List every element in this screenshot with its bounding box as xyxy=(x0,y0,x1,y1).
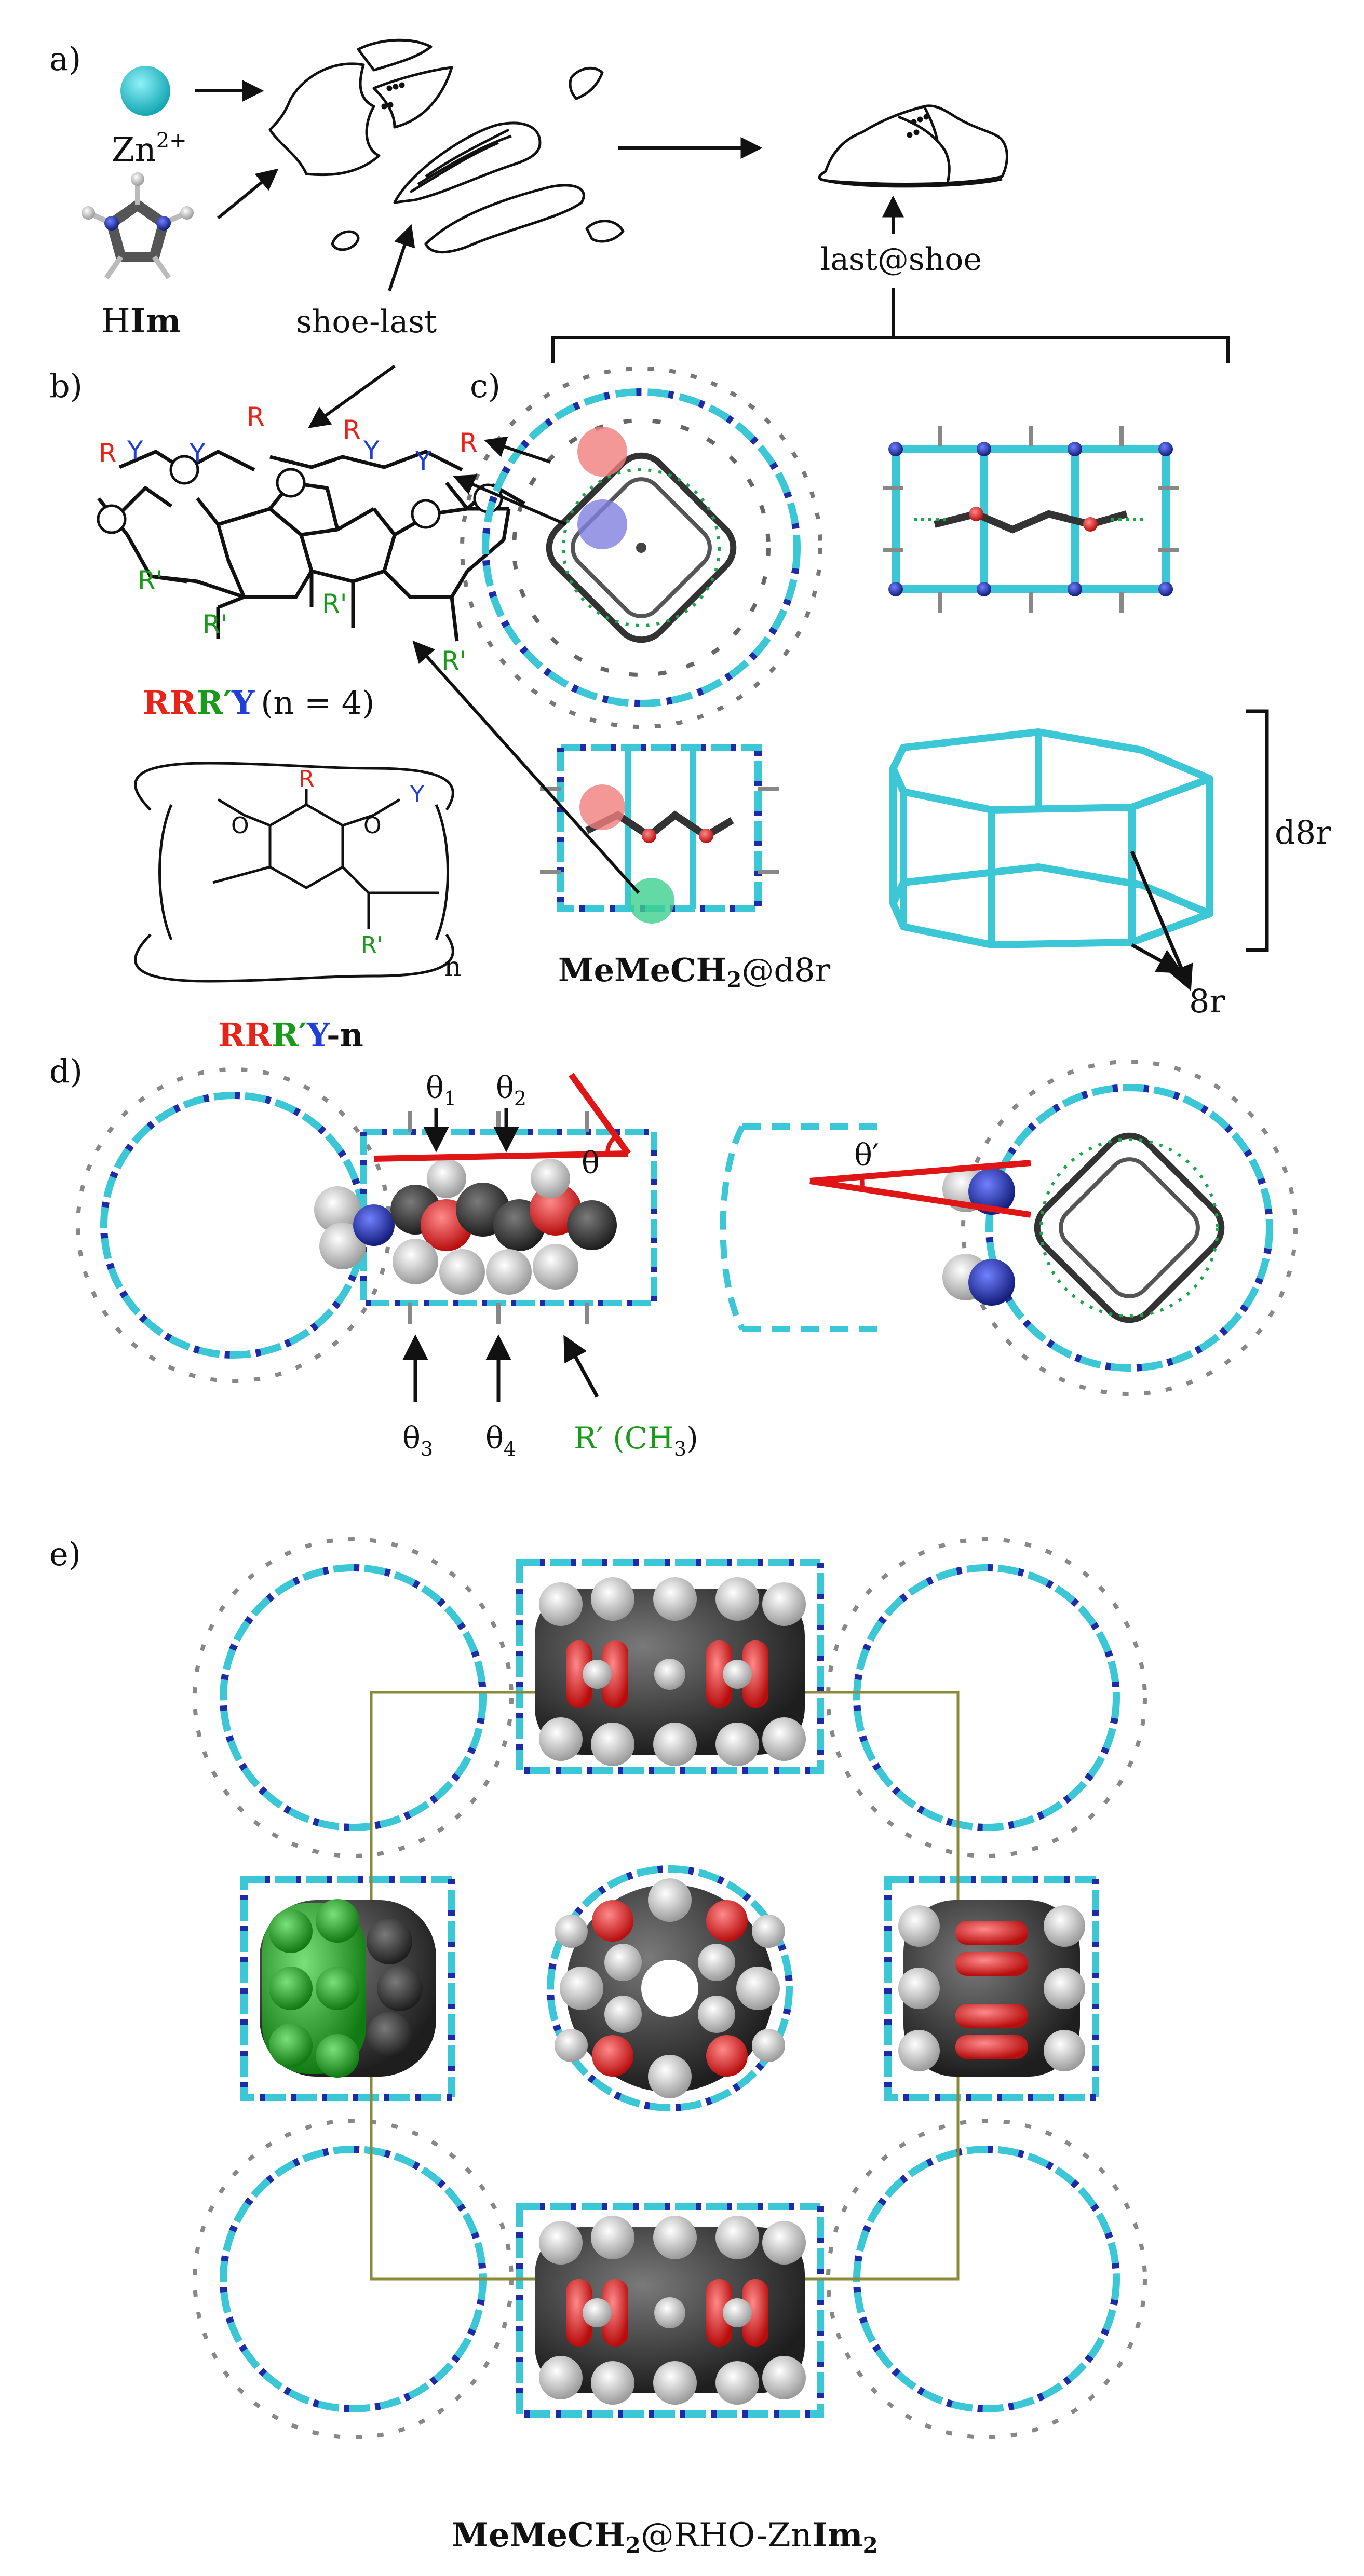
rp-ch3-arrow xyxy=(563,1335,599,1398)
cavitand-rp-2: R' xyxy=(202,609,228,640)
8r-pointer-line xyxy=(1130,850,1193,992)
shoe-last-arrow xyxy=(388,224,415,291)
formula-o-2: O xyxy=(363,812,382,839)
theta-3-label: θ3 xyxy=(402,1420,433,1460)
theta-arc xyxy=(605,1135,617,1154)
formula-y: Y xyxy=(410,781,424,808)
theta-prime-label: θ′ xyxy=(854,1137,879,1173)
d-left-framework xyxy=(76,1067,657,1383)
theta-baseline xyxy=(373,1150,629,1162)
shoe-last-to-cavitand-arrow xyxy=(308,364,396,428)
red-highlight-atom xyxy=(577,427,627,477)
generic-formula xyxy=(134,762,454,983)
cavitand-r-2: R xyxy=(247,402,265,432)
theta-prime-ray-2 xyxy=(809,1160,1031,1184)
cavitand-r-3: R xyxy=(343,415,361,445)
cavitand-oxygens xyxy=(97,455,503,534)
assembled-shoe xyxy=(818,104,1008,188)
exploded-shoe-pieces xyxy=(268,38,625,254)
zinc-ion-label: Zn2+ xyxy=(112,129,187,169)
formula-o-1: O xyxy=(231,812,249,839)
guest-right xyxy=(898,1900,1085,2077)
panel-e: e) xyxy=(49,1535,1147,2558)
y-position-arrow xyxy=(453,474,567,526)
cavitand-y-4: Y xyxy=(415,446,431,476)
him-label: HIm xyxy=(101,302,181,341)
d8r-label: d8r xyxy=(1275,814,1331,851)
8r-label: 8r xyxy=(1189,982,1225,1020)
panel-d-label: d) xyxy=(49,1052,83,1090)
d8r-bracket xyxy=(1246,709,1269,952)
theta-1-label: θ1 xyxy=(426,1070,456,1110)
r-position-arrow xyxy=(484,436,551,464)
rp-ch3-label: R′ (CH3) xyxy=(574,1420,698,1460)
panel-e-label: e) xyxy=(49,1535,81,1573)
cavitand-y-3: Y xyxy=(363,436,380,466)
d8r-cage-wireframe xyxy=(889,728,1213,948)
panel-b: b) xyxy=(49,364,525,1054)
guest-left-green xyxy=(260,1899,436,2078)
panel-a-label: a) xyxy=(49,40,81,78)
red-highlight-atom-2 xyxy=(579,784,625,830)
d8r-side-view xyxy=(883,426,1179,613)
last-at-shoe-bracket xyxy=(551,288,1230,363)
panel-c: c) xyxy=(412,367,1331,1020)
guest-center xyxy=(555,1878,785,2098)
d-left-guest xyxy=(314,1159,617,1295)
theta-2-label: θ2 xyxy=(496,1070,526,1110)
cavitand-rp-1: R' xyxy=(138,565,163,595)
cavitand-r-4: R xyxy=(460,428,478,458)
panel-d: d) xyxy=(49,1052,1298,1460)
panel-e-caption: MeMeCH2@RHO-ZnIm2 xyxy=(452,2516,878,2558)
theta-prime-ray-1 xyxy=(809,1178,1031,1218)
d8r-guest-side-view xyxy=(540,744,779,924)
cavitand-r-1: R xyxy=(99,438,117,468)
cavitand-title: RRR′Y(n = 4) xyxy=(143,684,374,722)
cavitand-y-2: Y xyxy=(189,438,206,468)
formula-name: RRR′Y-n xyxy=(218,1016,363,1054)
guest-d8r-caption: MeMeCH2@d8r xyxy=(558,951,830,993)
theta-4-label: θ4 xyxy=(485,1420,516,1460)
rp-position-arrow xyxy=(412,640,640,894)
imidazole-molecule xyxy=(82,172,194,279)
guest-bottom xyxy=(535,2216,806,2405)
formula-rp: R' xyxy=(361,932,383,958)
formula-r: R xyxy=(299,766,315,792)
formula-n: n xyxy=(444,952,462,983)
cavitand-rp-3: R' xyxy=(322,589,347,619)
d8r-top-view xyxy=(460,367,822,729)
shoe-last-label: shoe-last xyxy=(296,304,437,340)
him-to-parts-arrow xyxy=(217,168,279,220)
panel-a: a) Zn2+ HIm xyxy=(49,38,1230,363)
8r-arrow xyxy=(1131,943,1183,973)
d-right-framework xyxy=(720,1060,1298,1396)
green-highlight-atom xyxy=(629,878,674,924)
panel-b-label: b) xyxy=(49,367,83,405)
blue-highlight-atom xyxy=(577,499,627,549)
rho-framework xyxy=(193,1537,1147,2439)
cavitand-y-1: Y xyxy=(127,436,143,466)
guest-top xyxy=(535,1577,806,1766)
theta-ray xyxy=(569,1073,631,1156)
cavitand-rp-4: R' xyxy=(441,646,467,676)
panel-c-label: c) xyxy=(470,367,501,405)
zinc-ion-sphere xyxy=(120,66,170,116)
theta-label: θ xyxy=(582,1145,600,1181)
last-at-shoe-label: last@shoe xyxy=(820,241,982,278)
